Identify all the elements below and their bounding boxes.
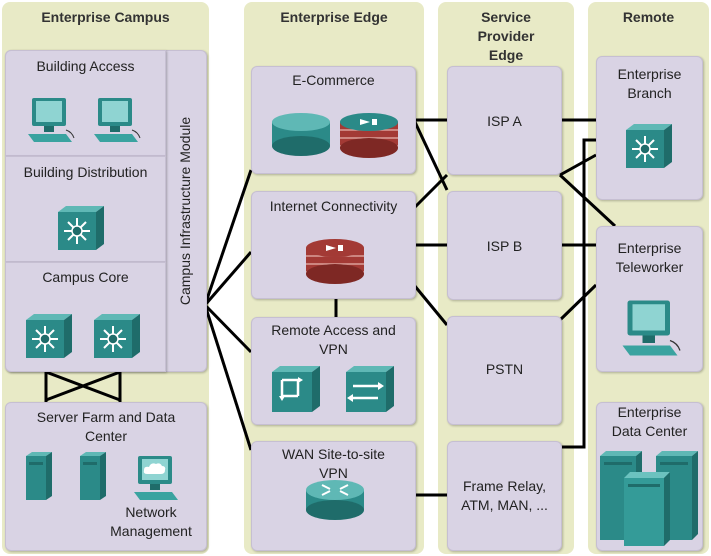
isp-b-label: ISP B xyxy=(486,238,523,254)
server-cluster-icon xyxy=(600,451,698,546)
workstation-icon xyxy=(622,300,681,356)
campus-infrastructure-module-text: Campus Infrastructure Module xyxy=(177,116,193,306)
vpn-concentrator-icon xyxy=(272,366,320,412)
enterprise-branch-label: Enterprise Branch xyxy=(617,66,682,101)
router-icon xyxy=(306,480,364,520)
internet-connectivity-label: Internet Connectivity xyxy=(269,198,398,214)
vpn-device-icon xyxy=(346,366,394,412)
campus-infrastructure-module-label: Campus Infrastructure Module xyxy=(165,51,205,371)
enterprise-teleworker-label: Enterprise Teleworker xyxy=(615,240,684,275)
firewall-router-icon xyxy=(340,113,398,158)
server-farm-label: Server Farm and Data Center xyxy=(36,409,176,444)
server-icon xyxy=(26,452,52,500)
network-management-label: Network Management xyxy=(110,504,192,539)
ecommerce-label: E-Commerce xyxy=(292,72,375,88)
multilayer-switch-icon xyxy=(94,314,140,358)
building-access-label: Building Access xyxy=(36,58,135,74)
multilayer-switch-icon xyxy=(626,124,672,168)
isp-a-label: ISP A xyxy=(487,113,522,129)
enterprise-edge-title: Enterprise Edge xyxy=(280,9,388,25)
database-server-icon xyxy=(272,113,330,156)
isp-a-box[interactable]: ISP A xyxy=(447,66,562,175)
enterprise-data-center-label: Enterprise Data Center xyxy=(611,404,688,439)
campus-core-label: Campus Core xyxy=(42,269,129,285)
network-management-icon xyxy=(134,456,178,500)
workstation-icon xyxy=(94,98,141,142)
firewall-router-icon xyxy=(306,239,364,284)
building-distribution-label: Building Distribution xyxy=(23,164,148,180)
workstation-icon xyxy=(28,98,75,142)
multilayer-switch-icon xyxy=(26,314,72,358)
service-provider-edge-title: Service Provider Edge xyxy=(477,9,535,63)
isp-b-box[interactable]: ISP B xyxy=(447,191,562,300)
server-icon xyxy=(80,452,106,500)
multilayer-switch-icon xyxy=(58,206,104,250)
remote-title: Remote xyxy=(622,9,675,25)
frame-relay-box[interactable]: Frame Relay, ATM, MAN, ... xyxy=(447,441,562,551)
remote-access-vpn-label: Remote Access and VPN xyxy=(271,322,396,357)
frame-relay-label: Frame Relay, ATM, MAN, ... xyxy=(461,478,548,513)
wan-site-to-site-vpn-label: WAN Site-to-site VPN xyxy=(282,446,385,481)
enterprise-campus-title: Enterprise Campus xyxy=(41,9,170,25)
pstn-box[interactable]: PSTN xyxy=(447,316,562,425)
pstn-label: PSTN xyxy=(485,361,524,377)
enterprise-branch-box[interactable]: Enterprise Branch xyxy=(596,56,703,200)
